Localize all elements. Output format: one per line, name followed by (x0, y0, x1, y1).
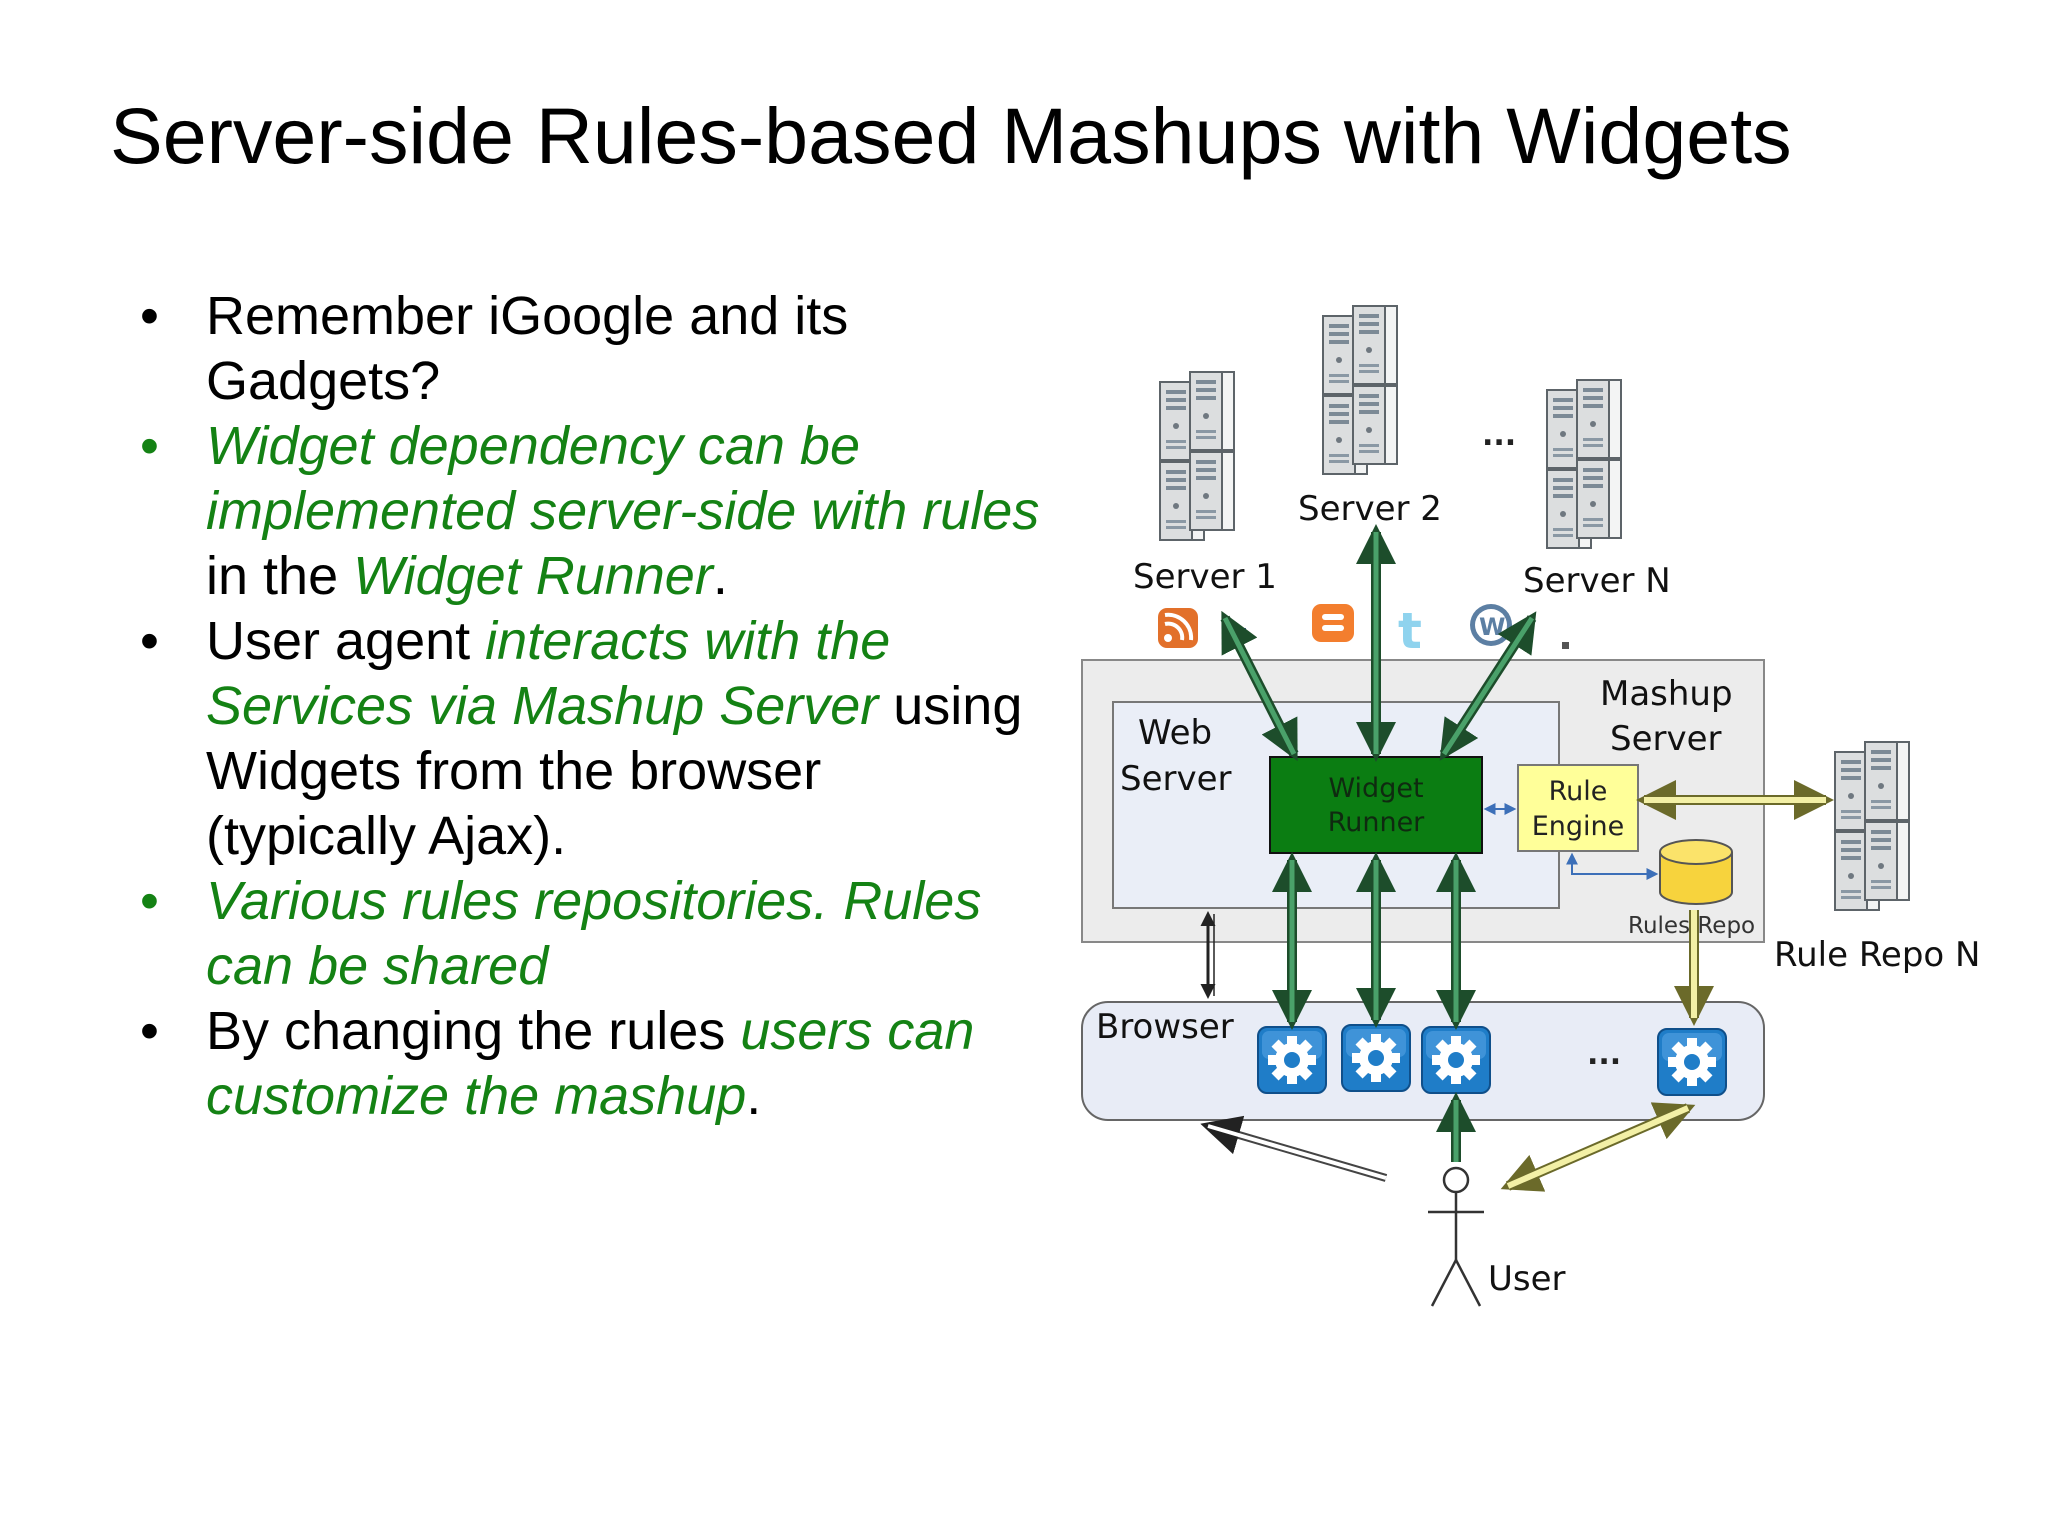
bullet-item: By changing the rules users can customiz… (140, 999, 1040, 1129)
widget-runner-box (1269, 756, 1483, 854)
widget-runner-label-2: Runner (1328, 807, 1425, 838)
web-server-label-1: Web (1138, 713, 1212, 753)
svg-text:W: W (1479, 613, 1505, 641)
bullet-text: in the (206, 546, 354, 606)
server-n-rack (1547, 380, 1621, 548)
bullet-text: . (746, 1066, 762, 1126)
mashup-server-label-2: Server (1610, 719, 1722, 759)
user-figure (1428, 1166, 1484, 1307)
emphasis-text: Widget dependency can be implemented ser… (206, 416, 1040, 541)
server-1-label: Server 1 (1133, 557, 1277, 597)
twitter-icon: t (1398, 602, 1422, 660)
rule-engine-label-1: Rule (1549, 776, 1608, 807)
slide-title: Server-side Rules-based Mashups with Wid… (110, 91, 1792, 180)
bullet-item: Widget dependency can be implemented ser… (140, 414, 1040, 609)
wordpress-icon: W (1470, 604, 1512, 646)
rule-repo-n-label: Rule Repo N (1774, 935, 1980, 975)
user-label: User (1488, 1259, 1566, 1299)
servers-ellipsis: ... (1482, 418, 1516, 453)
mashup-architecture-diagram: Server 1 Server 2 Server N ... f t W Mas… (1081, 270, 1980, 1307)
browser-label: Browser (1096, 1007, 1234, 1047)
rule-engine-box (1517, 764, 1639, 852)
mashup-server-label-1: Mashup (1600, 674, 1733, 714)
small-service-icon (1562, 642, 1569, 649)
widget-2-gear-icon (1341, 1024, 1411, 1092)
rule-engine-label-2: Engine (1532, 811, 1625, 842)
rss-icon (1158, 608, 1198, 648)
engine-repo-link (1566, 852, 1659, 880)
widget-runner-label-1: Widget (1328, 773, 1423, 804)
server-n-label: Server N (1523, 561, 1671, 601)
bullet-text: User agent (206, 611, 486, 671)
bullet-text: By changing the rules (206, 1001, 741, 1061)
bullet-text: using Widgets from the browser (typicall… (206, 676, 1023, 866)
web-server-label-2: Server (1120, 759, 1232, 799)
svg-text:t: t (1398, 602, 1422, 660)
bullet-item: Various rules repositories. Rules can be… (140, 869, 1040, 999)
emphasis-text: users can customize the mashup (206, 1001, 975, 1126)
bullet-item: User agent interacts with the Services v… (140, 609, 1040, 869)
rule-repo-n-rack (1835, 742, 1909, 910)
server-2-rack (1323, 306, 1397, 474)
widgets-ellipsis: ... (1587, 1037, 1621, 1072)
bullet-text: . (712, 546, 728, 606)
widget-1-gear-icon (1257, 1026, 1327, 1094)
emphasis-text: Widget Runner (353, 546, 713, 606)
rules-repo-cylinder (1659, 839, 1733, 905)
widget-n-gear-icon (1657, 1028, 1727, 1096)
bullet-text: Remember iGoogle and its Gadgets? (206, 286, 849, 411)
bullet-item: Remember iGoogle and its Gadgets? (140, 284, 1040, 414)
widget-3-gear-icon (1421, 1026, 1491, 1094)
blogger-icon (1312, 604, 1354, 642)
server-1-rack (1160, 372, 1234, 540)
emphasis-text: interacts with the Services via Mashup S… (206, 611, 891, 736)
bullet-list: Remember iGoogle and its Gadgets?Widget … (140, 284, 1040, 1129)
emphasis-text: Various rules repositories. Rules can be… (206, 871, 982, 996)
server-2-label: Server 2 (1298, 489, 1442, 529)
